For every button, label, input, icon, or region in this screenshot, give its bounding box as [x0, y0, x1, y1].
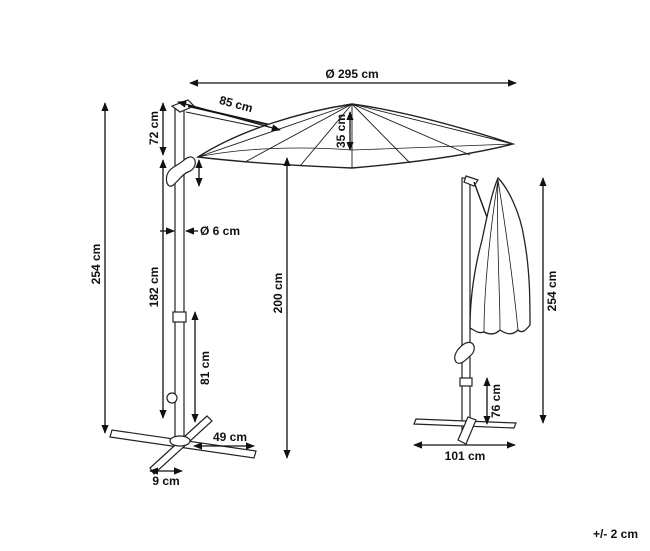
label-crank-height-folded: 76 cm: [489, 384, 503, 418]
folded-pole: [461, 177, 471, 431]
crank-handle: [165, 156, 196, 187]
label-arm-length: 85 cm: [218, 93, 254, 115]
folded-canopy-folds: [483, 179, 519, 333]
umbrella-pole: [174, 107, 185, 439]
label-total-height-right: 254 cm: [545, 271, 559, 312]
label-top-section: 72 cm: [147, 111, 161, 145]
folded-crank-handle: [454, 341, 475, 364]
folded-pole-joint: [459, 377, 473, 387]
base-knob: [166, 392, 178, 404]
dim-line-arm-length: [177, 100, 281, 132]
label-base-height: 9 cm: [152, 474, 179, 488]
dimension-lines: [101, 79, 547, 475]
label-total-height-left: 254 cm: [89, 244, 103, 285]
folded-arm: [473, 181, 489, 221]
folded-umbrella-drawing: [413, 175, 531, 445]
label-canopy-height: 35 cm: [334, 114, 348, 148]
open-umbrella-drawing: [109, 99, 516, 475]
pole-joint: [172, 311, 187, 323]
label-clearance: 200 cm: [271, 273, 285, 314]
label-canopy-diameter: Ø 295 cm: [325, 67, 378, 81]
tolerance-note: +/- 2 cm: [592, 527, 638, 541]
label-pole-height: 182 cm: [147, 267, 161, 308]
label-base-width: 49 cm: [213, 430, 247, 444]
label-crank-height: 81 cm: [198, 351, 212, 385]
pole-foot: [169, 435, 191, 447]
label-pole-diameter: Ø 6 cm: [200, 224, 240, 238]
label-base-length: 101 cm: [445, 449, 486, 463]
dimension-labels: Ø 295 cm 85 cm 72 cm 35 cm Ø 6 cm 254 cm…: [89, 67, 559, 488]
